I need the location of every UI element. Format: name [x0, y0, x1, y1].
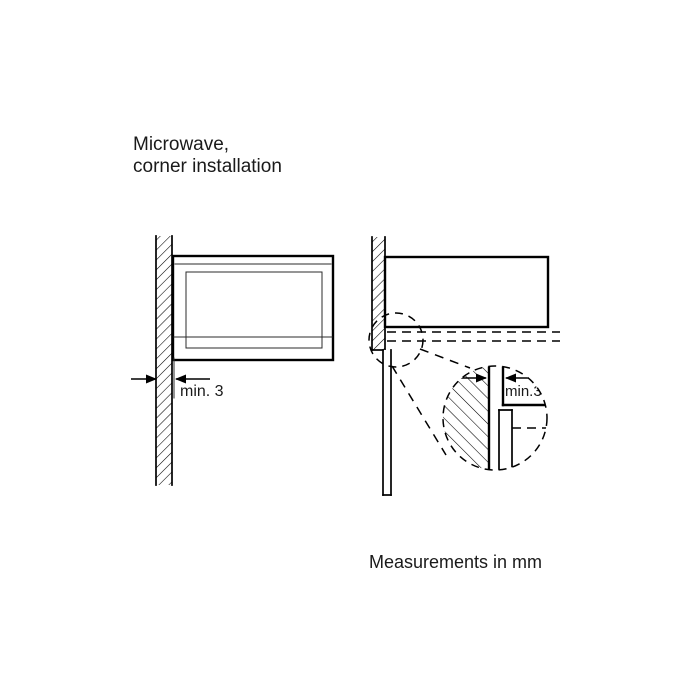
front-view-dimension-label: min. 3: [180, 383, 224, 400]
detail-source-circle: [368, 312, 424, 368]
front-view-door-panel: [173, 271, 333, 349]
detail-appliance-edges: [498, 366, 547, 470]
top-view-clearance-lines: [387, 331, 560, 342]
front-view-dimension-min3: min. 3: [131, 357, 224, 400]
top-view-wall: [371, 236, 386, 351]
detail-circle-outline: [442, 365, 548, 471]
magnified-corner-detail: min.3: [442, 365, 548, 471]
top-view-door-panel: [371, 349, 392, 496]
top-view-appliance-body: [383, 255, 550, 329]
measurements-caption: Measurements in mm: [369, 552, 542, 572]
detail-leader-lines: [391, 348, 471, 456]
detail-dimension-label: min.3: [505, 383, 542, 400]
page-title-line-1: Microwave,: [133, 134, 229, 155]
page-title-line-2: corner installation: [133, 156, 282, 177]
front-view-appliance-body: [171, 254, 335, 362]
top-plan-view: [368, 236, 560, 496]
front-elevation-view: min. 3: [131, 235, 335, 486]
front-view-wall: [155, 235, 173, 486]
